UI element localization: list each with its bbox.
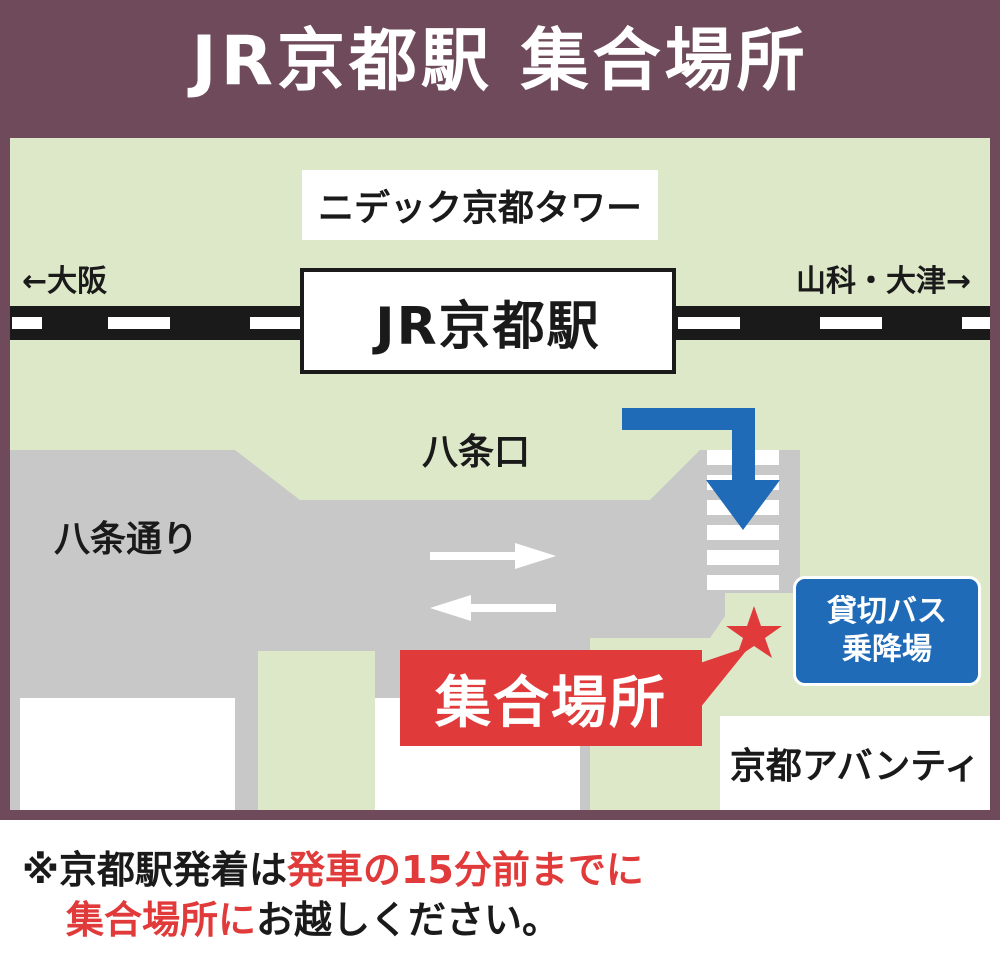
exit-label: 八条口 [422, 432, 531, 473]
route-arrow [622, 408, 780, 530]
page-title: JR京都駅 集合場所 [191, 22, 809, 101]
note-mark: ※ [22, 848, 59, 892]
note-text: は [248, 848, 287, 892]
bus-area-label: 貸切バス 乗降場 [793, 576, 981, 686]
note-text: お越しください。 [256, 898, 561, 942]
note-highlight: 集合場所に [66, 898, 257, 942]
station-label: JR京都駅 [300, 268, 676, 374]
avanti-label: 京都アバンティ [720, 716, 990, 810]
note-highlight: 発車の15分前までに [286, 848, 644, 892]
map-graphic [10, 306, 990, 810]
building-block-left [20, 698, 235, 810]
note-text: 京都駅発着 [58, 848, 249, 892]
footer-note-line2: 集合場所にお越しください。 [66, 896, 560, 944]
traffic-arrow-left [430, 595, 556, 621]
direction-right: 山科・大津→ [796, 264, 972, 299]
street-label: 八条通り [54, 519, 199, 560]
tower-label: ニデック京都タワー [302, 170, 658, 240]
rail-ties [12, 317, 990, 329]
meeting-tag-pointer [700, 646, 750, 708]
meeting-point-label: 集合場所 [435, 670, 667, 736]
traffic-arrow-right [430, 543, 556, 569]
frame: JR京都駅 集合場所 [0, 0, 1000, 820]
map-area: ニデック京都タワー ←大阪 山科・大津→ JR京都駅 八条口 八条通り 貸切バス… [10, 138, 990, 810]
bus-area-line2: 乗降場 [842, 632, 932, 667]
bus-area-line1: 貸切バス [827, 594, 947, 629]
footer-note-line1: ※京都駅発着は発車の15分前までに [22, 846, 644, 894]
meeting-tag-bg [400, 650, 702, 746]
direction-left: ←大阪 [22, 264, 108, 299]
star-icon [726, 606, 782, 658]
